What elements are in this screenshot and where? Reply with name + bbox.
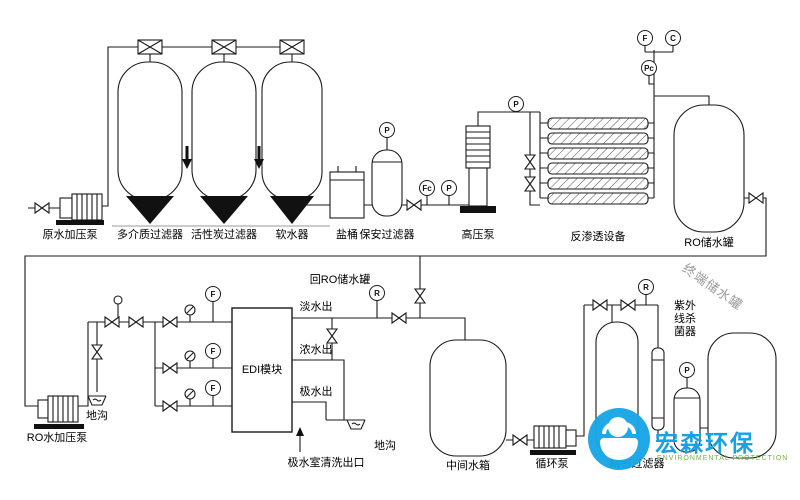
gauge-recorder-terminal-line: R	[638, 279, 654, 295]
label-raw-pump: 原水加压泵	[42, 229, 98, 241]
gauge-flow-edi-1: F	[205, 286, 221, 302]
gauge-pressure-c-ro-outlet: Pc	[641, 60, 657, 76]
logo-head-icon	[608, 417, 628, 437]
raw-water-pump	[56, 193, 104, 225]
gauge-flow-edi-2: F	[205, 343, 221, 359]
tank-multimedia-filter	[117, 39, 183, 224]
gauge-conductivity-ro-outlet: C	[665, 30, 681, 46]
gauge-flow-c-hp-inlet: Fc	[419, 180, 435, 196]
gauge-flow-ro-outlet: F	[637, 30, 653, 46]
salt-barrel	[329, 166, 365, 219]
gauge-pressure-security-filter: P	[379, 122, 395, 138]
label-multimedia-filter: 多介质过滤器	[117, 229, 183, 241]
label-uv-sterilizer: 紫外线杀菌器	[674, 300, 696, 339]
label-drain-1: 地沟	[86, 410, 108, 422]
drain-funnel-2	[346, 419, 366, 430]
label-mid-tank: 中间水箱	[446, 460, 490, 472]
label-edi-module: EDI模块	[241, 364, 283, 376]
edi-module	[231, 307, 293, 433]
tank-softener	[261, 39, 323, 224]
gauge-recorder-return-line: R	[369, 285, 385, 301]
label-ro-unit: 反渗透设备	[570, 231, 626, 243]
security-filter	[371, 138, 403, 217]
drain-funnel-1	[87, 395, 107, 406]
brand-subtitle: ENVIRONMENTAL PROTECTION	[657, 455, 789, 462]
label-softener: 软水器	[275, 229, 309, 241]
precision-filter	[673, 387, 701, 453]
gauge-pressure-ro-inlet: P	[508, 96, 524, 112]
label-ro-tank: RO储水罐	[684, 237, 734, 249]
gauge-flow-edi-3: F	[205, 380, 221, 396]
uv-sterilizer	[651, 347, 665, 431]
label-ro-pump: RO水加压泵	[26, 432, 88, 444]
ro-membrane-stack	[547, 117, 649, 205]
terminal-storage-tank	[707, 332, 777, 459]
brand-logo	[588, 408, 650, 470]
high-pressure-pump	[460, 125, 496, 213]
ro-booster-pump	[34, 395, 84, 429]
label-conc-out: 浓水出	[299, 344, 333, 356]
gauge-pressure-hp-inlet: P	[441, 180, 457, 196]
ro-storage-tank	[673, 104, 745, 233]
label-polar-clean-outlet: 极水室清洗出口	[287, 457, 365, 469]
label-fresh-out: 淡水出	[299, 301, 333, 313]
label-security-filter: 保安过滤器	[359, 229, 415, 241]
label-polar-out: 极水出	[299, 386, 333, 398]
label-drain-2: 地沟	[374, 440, 396, 452]
label-return-ro-tank: 回RO储水罐	[309, 274, 371, 286]
label-circ-pump: 循环泵	[535, 458, 569, 470]
label-hp-pump: 高压泵	[461, 229, 495, 241]
circulation-pump	[530, 425, 577, 455]
logo-body-icon	[600, 438, 638, 460]
label-carbon-filter: 活性炭过滤器	[191, 229, 257, 241]
tank-carbon-filter	[191, 39, 257, 224]
brand-name: 宏森环保	[655, 430, 755, 456]
piping	[24, 46, 767, 452]
intermediate-tank	[429, 339, 507, 457]
label-salt-barrel: 盐桶	[336, 229, 358, 241]
gauge-pressure-precision-filter: P	[679, 362, 695, 378]
needle-gauges	[113, 295, 196, 400]
